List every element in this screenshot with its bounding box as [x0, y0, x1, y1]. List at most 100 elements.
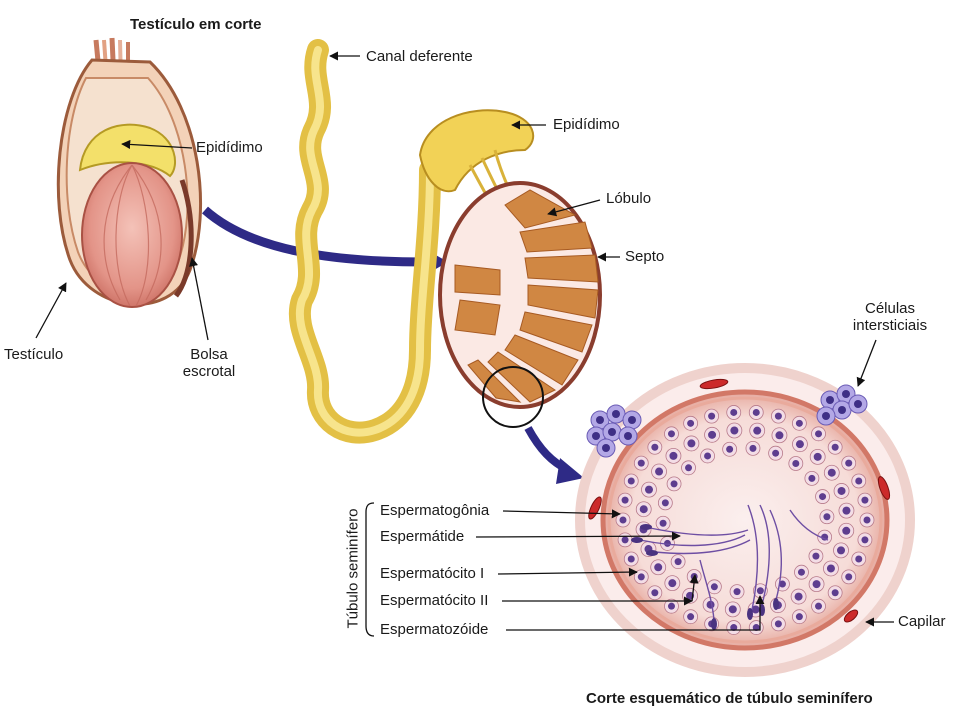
label-celulas-line2: intersticiais: [852, 317, 928, 335]
cell-nucleus: [704, 452, 712, 460]
label-espermatide: Espermátide: [380, 528, 465, 545]
cell-nucleus: [837, 546, 846, 555]
cell-nucleus: [687, 419, 695, 427]
cell-nucleus: [774, 620, 782, 628]
cell-nucleus: [845, 459, 853, 467]
cell-nucleus: [730, 624, 738, 632]
cell-nucleus: [708, 430, 717, 439]
cell-nucleus: [795, 419, 803, 427]
cell-nucleus: [819, 493, 827, 501]
cell-nucleus: [728, 605, 737, 614]
label-bolsa-line2: escrotal: [182, 363, 236, 381]
interstitial-cells: [586, 384, 868, 458]
cell-nucleus: [708, 412, 716, 420]
label-bolsa-escrotal: Bolsa escrotal: [172, 346, 246, 381]
cell-nucleus: [792, 459, 800, 467]
cell-nucleus: [756, 587, 764, 595]
cell-nucleus: [654, 563, 663, 572]
label-espermatocito-1: Espermatócito I: [380, 565, 485, 582]
cell-nucleus: [861, 496, 869, 504]
interstitial-nucleus: [842, 390, 850, 398]
cell-nucleus: [827, 468, 836, 477]
interstitial-nucleus: [838, 406, 846, 414]
cell-nucleus: [795, 613, 803, 621]
cell-nucleus: [772, 449, 780, 457]
cell-nucleus: [685, 464, 693, 472]
label-epididimo-right: Epidídimo: [553, 116, 620, 133]
cell-nucleus: [621, 536, 629, 544]
interstitial-nucleus: [592, 432, 600, 440]
cell-nucleus: [644, 485, 653, 494]
cell-nucleus: [842, 526, 851, 535]
cell-nucleus: [674, 558, 682, 566]
label-epididimo-left: Epidídimo: [196, 139, 263, 156]
interstitial-nucleus: [612, 410, 620, 418]
cell-nucleus: [752, 624, 760, 632]
cell-nucleus: [815, 430, 823, 438]
cell-nucleus: [826, 564, 835, 573]
cell-nucleus: [752, 408, 760, 416]
interstitial-nucleus: [602, 444, 610, 452]
cell-nucleus: [670, 480, 678, 488]
cell-nucleus: [667, 430, 675, 438]
interstitial-nucleus: [826, 396, 834, 404]
lobules: [454, 189, 599, 403]
germ-cells: [615, 405, 875, 635]
label-celulas-line1: Células: [864, 300, 916, 317]
label-testiculo: Testículo: [4, 346, 64, 363]
title-tubule-section: Corte esquemático de túbulo seminífero: [586, 690, 873, 707]
testis: [81, 162, 183, 308]
cell-nucleus: [667, 602, 675, 610]
vas-deferens: [288, 39, 441, 444]
cell-nucleus: [710, 583, 718, 591]
cell-nucleus: [687, 613, 695, 621]
cell-nucleus: [831, 443, 839, 451]
interstitial-nucleus: [854, 400, 862, 408]
cell-nucleus: [837, 486, 846, 495]
cell-nucleus: [669, 451, 678, 460]
label-espermatozoide: Espermatozóide: [380, 621, 489, 638]
label-capilar: Capilar: [898, 613, 946, 630]
cell-nucleus: [651, 589, 659, 597]
cell-nucleus: [749, 444, 757, 452]
cell-nucleus: [637, 459, 645, 467]
cell-nucleus: [812, 552, 820, 560]
cell-nucleus: [627, 555, 635, 563]
interstitial-nucleus: [822, 412, 830, 420]
cell-nucleus: [845, 573, 853, 581]
label-espermatogonia: Espermatogônia: [380, 502, 490, 519]
magnification-circle: [482, 366, 544, 428]
interstitial-nucleus: [596, 416, 604, 424]
cell-nucleus: [753, 426, 762, 435]
cell-nucleus: [733, 588, 741, 596]
cell-nucleus: [775, 431, 784, 440]
cell-nucleus: [651, 443, 659, 451]
cell-nucleus: [842, 506, 851, 515]
cell-nucleus: [831, 589, 839, 597]
interstitial-nucleus: [608, 428, 616, 436]
cell-nucleus: [797, 568, 805, 576]
seminiferous-tubule-section: [575, 363, 915, 677]
cell-nucleus: [621, 496, 629, 504]
testis-cross-section: [438, 181, 602, 409]
cell-nucleus: [730, 426, 739, 435]
cell-nucleus: [619, 516, 627, 524]
cell-nucleus: [863, 516, 871, 524]
label-canal-deferente: Canal deferente: [366, 48, 473, 65]
cell-nucleus: [861, 536, 869, 544]
cell-nucleus: [639, 505, 648, 514]
capillaries: [588, 378, 891, 623]
title-testicle-section: Testículo em corte: [130, 16, 262, 33]
cell-nucleus: [655, 467, 664, 476]
cell-nucleus: [855, 477, 863, 485]
label-tubulo-seminifero: Túbulo seminífero: [344, 508, 362, 629]
cell-nucleus: [663, 539, 671, 547]
cell-nucleus: [668, 579, 677, 588]
testicle-section-illustration: [56, 37, 203, 308]
cell-nucleus: [812, 580, 821, 589]
epididymis-right: [418, 109, 535, 193]
cell-nucleus: [795, 440, 804, 449]
interstitial-nucleus: [624, 432, 632, 440]
cell-nucleus: [815, 602, 823, 610]
cell-nucleus: [687, 439, 696, 448]
